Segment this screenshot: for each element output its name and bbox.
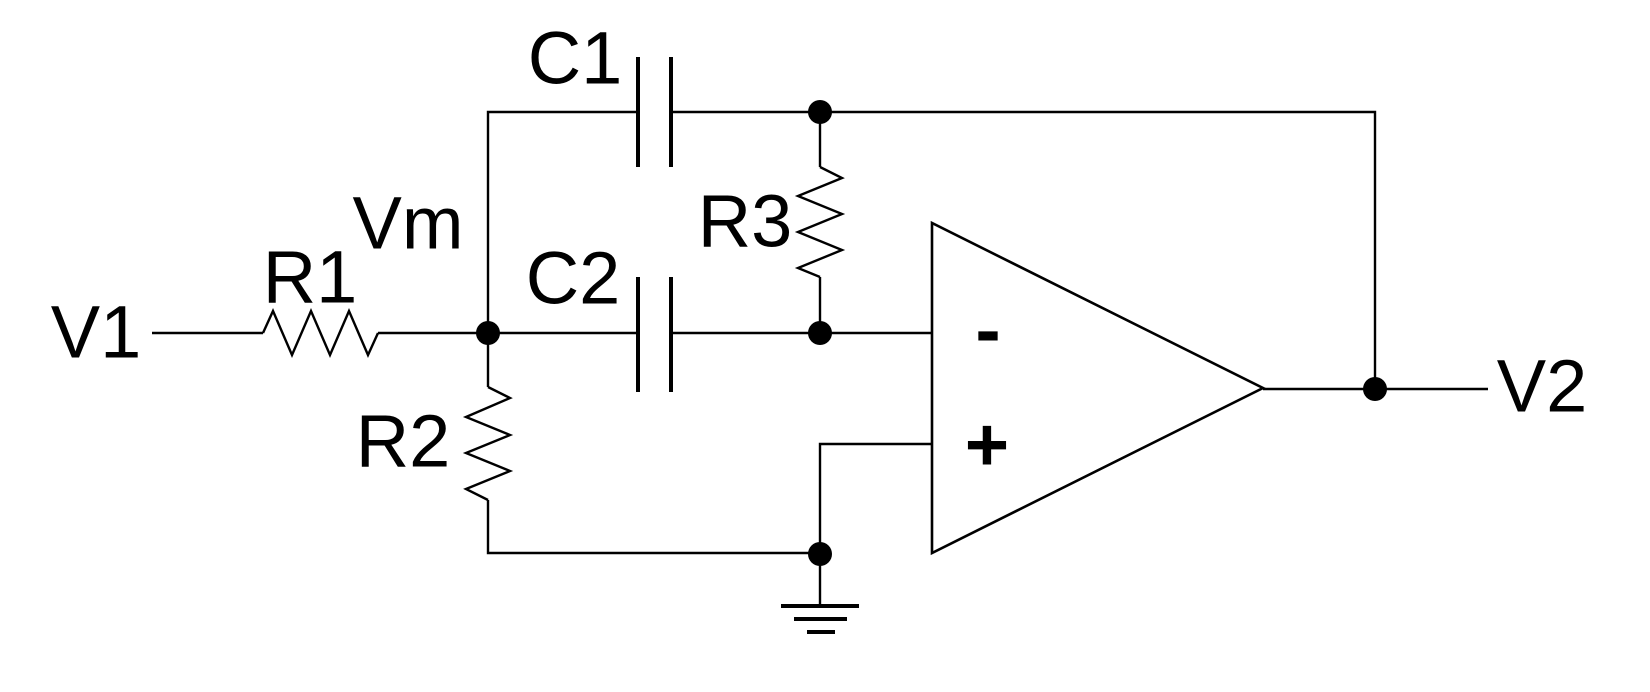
resistor-r2 [462,385,514,502]
node-dot-ground [808,542,832,566]
label-v2: V2 [1497,345,1588,428]
wire-vm-to-c1 [486,110,637,333]
opamp-minus-sign: - [975,288,1000,373]
wire-r2-to-ground [486,500,820,555]
label-r3: R3 [698,180,793,263]
node-dot-output [1363,377,1387,401]
wire-noninverting-to-ground [818,442,932,554]
node-dot-inverting-input [808,321,832,345]
node-dot-vm [476,321,500,345]
label-c2: C2 [526,237,621,320]
opamp-triangle [930,220,1266,556]
label-c1: C1 [528,17,623,100]
label-r2: R2 [356,400,451,483]
resistor-r1 [261,307,380,359]
resistor-r3 [794,165,846,279]
wire-feedback-top [671,110,1377,389]
opamp-plus-sign: + [965,403,1009,488]
label-vm: Vm [353,182,464,265]
label-v1: V1 [51,291,142,374]
label-r1: R1 [263,236,358,319]
node-dot-feedback-top [808,100,832,124]
